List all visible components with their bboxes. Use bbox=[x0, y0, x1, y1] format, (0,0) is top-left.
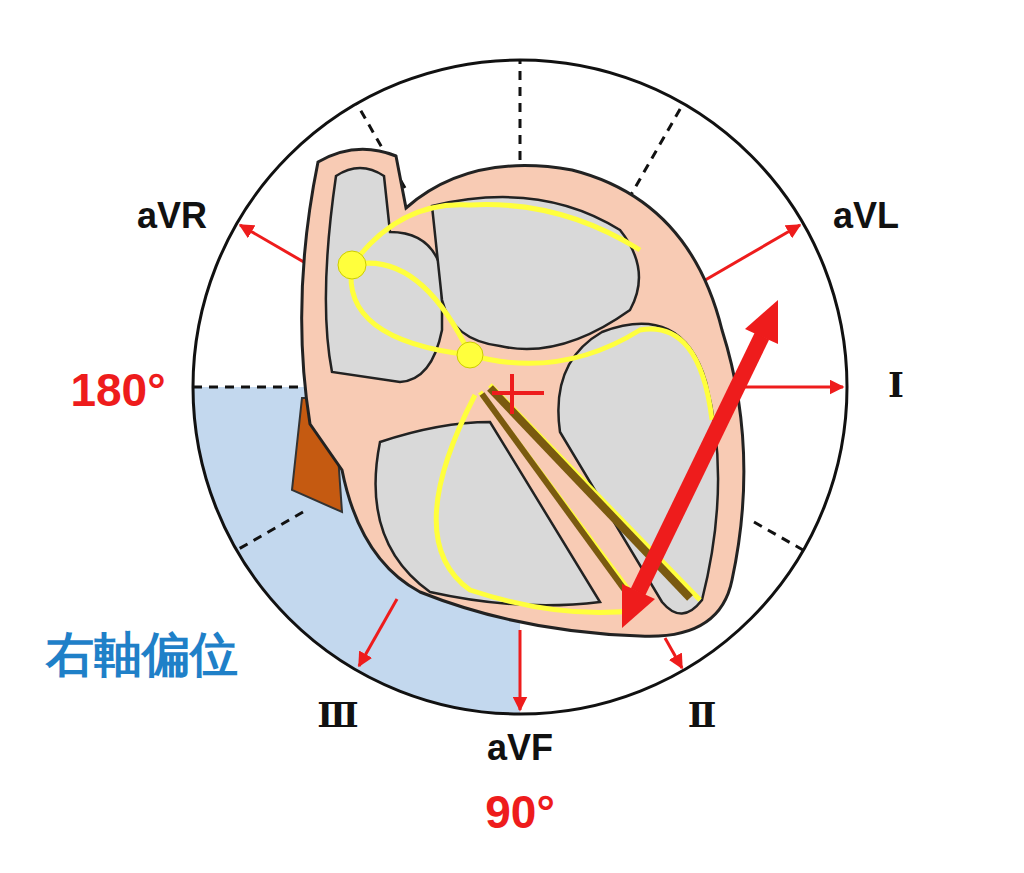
lead-label: aVF bbox=[487, 730, 553, 766]
heart-outline bbox=[302, 149, 744, 636]
region-label: 右軸偏位 bbox=[46, 631, 238, 679]
lead-label: Ⅲ bbox=[317, 699, 358, 733]
lead-label: aVR bbox=[137, 198, 207, 234]
bundle-branch bbox=[490, 388, 690, 598]
bundle-branch bbox=[482, 394, 632, 600]
angle-label: 180° bbox=[70, 367, 165, 413]
main-axis-arrow bbox=[622, 300, 778, 628]
lead-label: Ⅱ bbox=[688, 699, 717, 733]
av-node bbox=[457, 342, 483, 368]
sa-node bbox=[338, 251, 366, 279]
angle-label: 90° bbox=[485, 789, 555, 835]
center-mark bbox=[492, 374, 544, 414]
lead-label: aVL bbox=[833, 198, 899, 234]
lead-label: Ⅰ bbox=[888, 369, 904, 403]
axis-circle bbox=[193, 60, 847, 714]
